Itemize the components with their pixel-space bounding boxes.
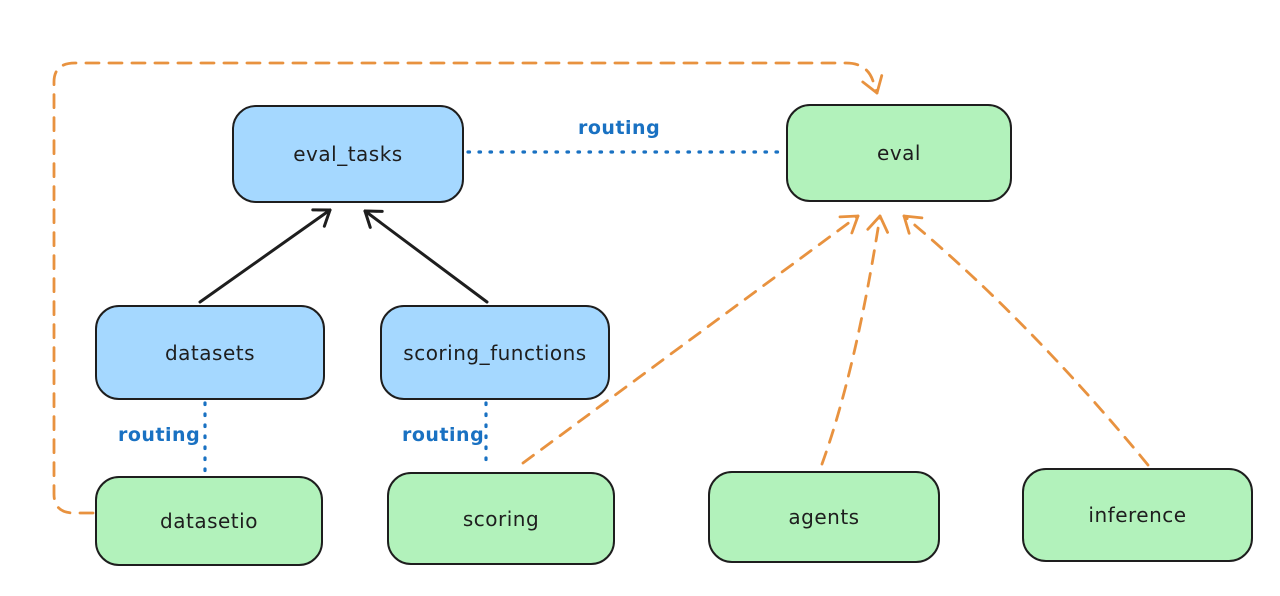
edge-label-routing-datasets-datasetio: routing — [118, 424, 201, 446]
node-scoring-functions-label: scoring_functions — [403, 340, 587, 365]
node-scoring: scoring — [387, 472, 615, 565]
edge-datasetio-to-eval — [52, 61, 884, 515]
node-datasets-label: datasets — [164, 340, 256, 365]
node-eval-label: eval — [877, 141, 921, 165]
edge-inference-to-eval — [902, 214, 1150, 467]
node-datasetio-label: datasetio — [160, 509, 258, 533]
node-datasets: datasets — [95, 305, 325, 400]
edge-datasets-to-eval_tasks — [198, 208, 332, 304]
node-inference-label: inference — [1088, 503, 1187, 527]
edge-agents-to-eval — [820, 214, 889, 466]
node-eval-tasks: eval_tasks — [232, 105, 464, 203]
node-eval: eval — [786, 104, 1012, 202]
node-scoring-label: scoring — [462, 506, 540, 531]
edge-scoring-to-eval — [521, 214, 860, 465]
node-agents-label: agents — [788, 505, 860, 529]
edge-label-routing-eval-tasks-eval: routing — [578, 117, 661, 139]
edge-label-routing-scoring-functions-scoring: routing — [402, 424, 485, 446]
node-agents: agents — [708, 471, 940, 563]
node-datasetio: datasetio — [95, 476, 323, 566]
node-scoring-functions: scoring_functions — [380, 305, 610, 400]
node-inference: inference — [1022, 468, 1253, 562]
edge-scoring_functions-to-eval_tasks — [363, 209, 489, 304]
node-eval-tasks-label: eval_tasks — [293, 142, 403, 166]
